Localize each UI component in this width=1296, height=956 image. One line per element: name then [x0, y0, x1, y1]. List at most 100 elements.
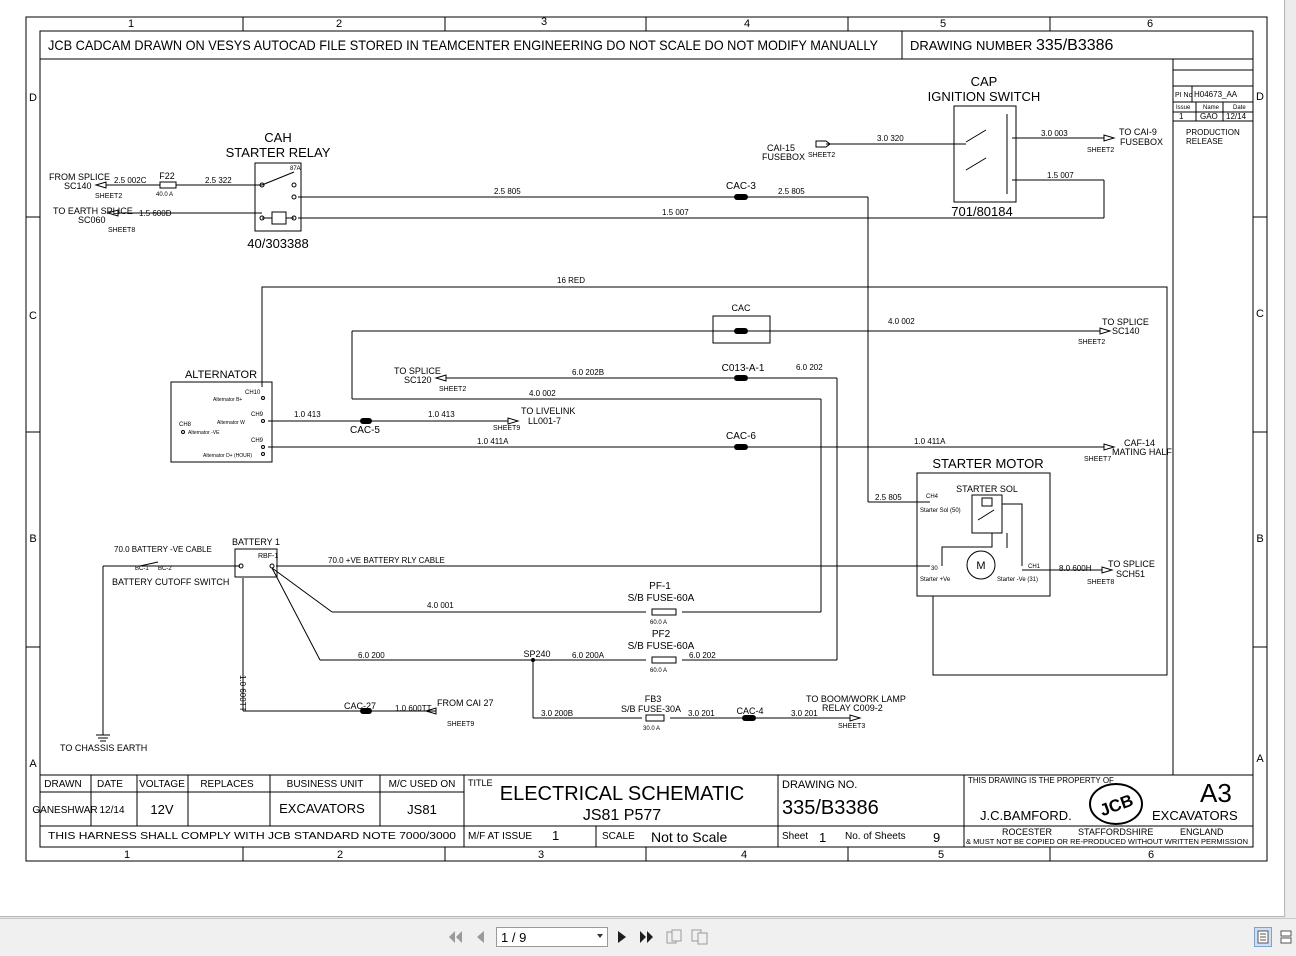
col-3-bottom: 3	[538, 849, 544, 861]
cac-box	[712, 315, 771, 344]
sheet2-sc120: SHEET2	[439, 386, 466, 393]
sheet9-livelink: SHEET9	[493, 425, 520, 432]
fusebox-right: FUSEBOX	[1120, 137, 1163, 147]
wire-805-a: 2.5 805	[494, 187, 521, 196]
to-splice-sch51: TO SPLICE	[1108, 559, 1155, 569]
first-page-button[interactable]	[446, 927, 464, 947]
wire-201-a: 3.0 201	[688, 709, 715, 718]
row-c-left: C	[29, 310, 37, 322]
sc060: SC060	[78, 215, 106, 225]
starter-sol-title: STARTER SOL	[956, 484, 1018, 494]
to-cai9: TO CAI-9	[1119, 127, 1157, 137]
last-page-button[interactable]	[638, 927, 656, 947]
cac4-label: CAC-4	[736, 706, 763, 716]
voltage-label: VOLTAGE	[139, 779, 185, 790]
scale-value: Not to Scale	[651, 829, 727, 845]
battery-cutoff-switch	[139, 561, 159, 567]
pf1-fuse	[651, 608, 677, 616]
col-4-top: 4	[744, 18, 750, 30]
pf2-fuse-label: S/B FUSE-60A	[628, 641, 695, 652]
harness-note: THIS HARNESS SHALL COMPLY WITH JCB STAND…	[48, 831, 457, 842]
release-line-2: RELEASE	[1186, 137, 1223, 146]
wiring	[102, 137, 1168, 735]
f22-fuse	[159, 181, 177, 189]
single-page-view-button[interactable]	[1254, 927, 1272, 947]
num-sheets-label: No. of Sheets	[845, 831, 906, 842]
pages-view-button[interactable]	[690, 927, 710, 947]
inner-frame	[39, 30, 1254, 848]
f22-rating: 40.0 A	[156, 192, 173, 198]
wire-805-c: 2.5 805	[875, 493, 902, 502]
jcb-logo-text: JCB	[1097, 791, 1135, 820]
row-c-right: C	[1256, 308, 1264, 320]
ch9-label-2: CH9	[251, 438, 264, 444]
pf1-fuse-label: S/B FUSE-60A	[628, 593, 695, 604]
drawing-number: 335/B3386	[1036, 37, 1114, 54]
drawing-number-label: DRAWING NUMBER	[910, 38, 1032, 53]
sp240-label: SP240	[523, 649, 550, 659]
mating-half: MATING HALF	[1112, 447, 1172, 457]
alt-w-label: Alternator W	[217, 420, 245, 426]
pf2-fuse	[651, 656, 677, 664]
last-page-icon	[640, 931, 653, 943]
wire-4-002-b: 4.0 002	[529, 389, 556, 398]
c013-connector	[734, 375, 748, 381]
document-viewer: 1 2 3 4 5 6 1 2 3 4 5 6 D C B A D C B A	[0, 0, 1296, 918]
county-staffordshire: STAFFORDSHIRE	[1078, 827, 1153, 837]
alt-bplus-label: Alternator B+	[213, 397, 242, 403]
col-2-top: 2	[336, 18, 342, 30]
next-page-button[interactable]	[614, 927, 630, 947]
drawing-no-value: 335/B3386	[782, 797, 879, 819]
ve-battery-rly-cable: 70.0 +VE BATTERY RLY CABLE	[328, 556, 445, 565]
terminal-30: 30	[931, 566, 938, 572]
ll001: LL001-7	[528, 416, 561, 426]
col-5-top: 5	[940, 18, 946, 30]
starter-motor-box	[916, 472, 1051, 597]
sheet2-left: SHEET2	[95, 193, 122, 200]
battery-title: BATTERY 1	[232, 537, 280, 547]
wire-322: 2.5 322	[205, 176, 232, 185]
sch51: SCH51	[1116, 569, 1145, 579]
pf1-label: PF-1	[649, 581, 671, 592]
to-earth-splice: TO EARTH SPLICE	[53, 206, 133, 216]
cap-title: CAP	[971, 74, 998, 89]
mf-issue-label: M/F AT ISSUE	[468, 831, 532, 842]
battery-ve-cable: 70.0 BATTERY -VE CABLE	[114, 545, 212, 554]
vertical-scrollbar[interactable]	[1286, 0, 1296, 918]
starter-sol50-label: Starter Sol (50)	[920, 508, 961, 514]
date-value-tb: 12/14	[99, 805, 124, 816]
col-6-bottom: 6	[1148, 849, 1154, 861]
page-selector[interactable]: 1 / 9	[496, 927, 608, 947]
name-label: Name	[1203, 105, 1220, 111]
battery-cutoff-label: BATTERY CUTOFF SWITCH	[112, 577, 229, 587]
cap-subtitle: IGNITION SWITCH	[928, 89, 1041, 104]
property-note: THIS DRAWING IS THE PROPERTY OF	[968, 776, 1114, 785]
jcb-logo: JCB	[1089, 783, 1143, 825]
from-cai27: FROM CAI 27	[437, 698, 494, 708]
sheet-label: Sheet	[782, 831, 808, 842]
rotate-page-button[interactable]	[664, 927, 684, 947]
viewer-toolbar: 1 / 9	[0, 918, 1296, 956]
wire-411a-a: 1.0 411A	[477, 437, 509, 446]
bc2-label: BC-2	[158, 566, 172, 572]
red16-label: 16 RED	[557, 276, 585, 285]
drawn-label: DRAWN	[44, 779, 81, 790]
wire-413-a: 1.0 413	[294, 410, 321, 419]
previous-page-button[interactable]	[472, 927, 488, 947]
cai15: CAI-15	[767, 143, 795, 153]
rotate-icon	[666, 929, 682, 944]
wire-320: 3.0 320	[877, 134, 904, 143]
town-rocester: ROCESTER	[1002, 827, 1053, 837]
caf14: CAF-14	[1124, 438, 1155, 448]
company-name: J.C.BAMFORD.	[980, 808, 1072, 823]
continuous-view-button[interactable]	[1278, 927, 1294, 947]
sheet2-cai15: SHEET2	[808, 152, 835, 159]
bc1-label: BC-1	[135, 566, 149, 572]
wire-600d: 1.5 600D	[139, 209, 172, 218]
row-a-right: A	[1256, 753, 1264, 765]
next-page-icon	[618, 931, 626, 943]
cac27-label: CAC-27	[344, 701, 376, 711]
to-boom-lamp: TO BOOM/WORK LAMP	[806, 694, 906, 704]
cac6-connector	[734, 444, 748, 450]
wire-202b: 6.0 202B	[572, 368, 604, 377]
